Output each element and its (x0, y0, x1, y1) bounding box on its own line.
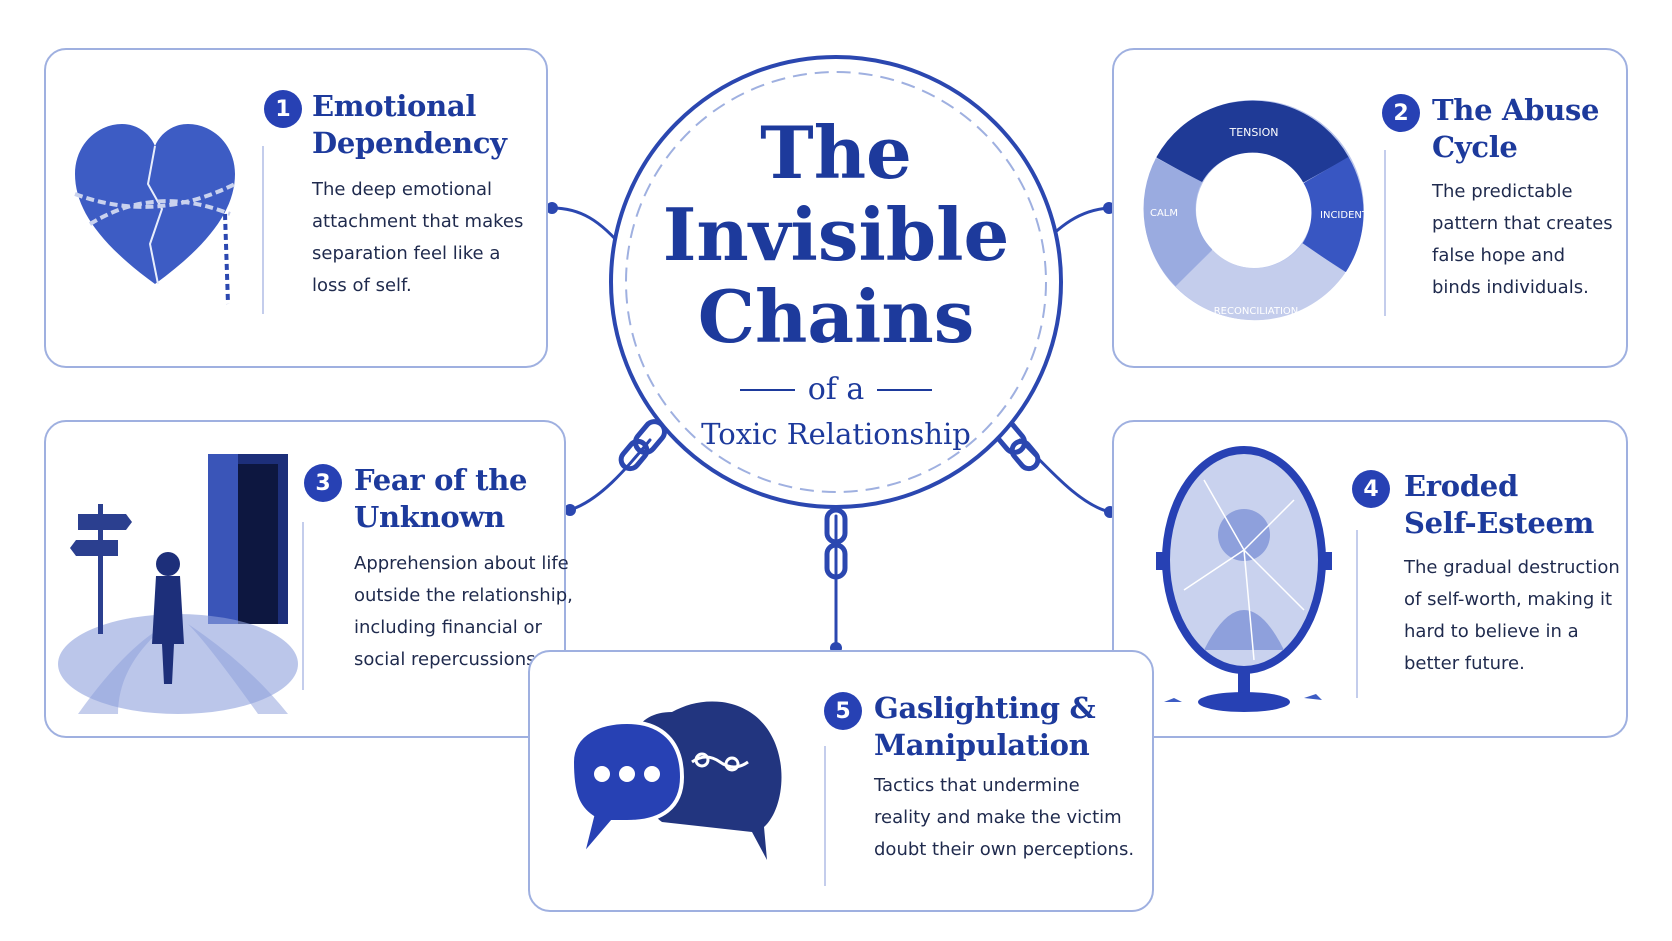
divider (1356, 530, 1358, 698)
card-title-line: Dependency (312, 126, 507, 160)
card-gaslighting-manipulation: 5 Gaslighting & Manipulation Tactics tha… (528, 650, 1154, 912)
title-line: Chains (697, 274, 975, 359)
abuse-cycle-icon: TENSION INCIDENT RECONCILIATION CALM (1143, 100, 1369, 321)
card-title: Emotional Dependency (312, 88, 507, 162)
desc-line: outside the relationship, (354, 585, 573, 606)
desc-line: The deep emotional (312, 179, 493, 200)
desc-line: binds individuals. (1432, 277, 1589, 298)
card-title-line: Cycle (1432, 130, 1518, 164)
title-line: The (760, 110, 912, 195)
broken-chained-heart-icon (74, 124, 236, 305)
crossroads-door-icon (58, 454, 298, 714)
center-subtitle: Toxic Relationship (701, 417, 971, 451)
card-description: The predictable pattern that creates fal… (1432, 176, 1613, 304)
card-title-line: Eroded (1404, 469, 1518, 503)
card-number-badge: 5 (824, 692, 862, 730)
card-title-line: Self-Esteem (1404, 506, 1595, 540)
card-title-line: Gaslighting & (874, 691, 1096, 725)
desc-line: false hope and (1432, 245, 1566, 266)
speech-bubbles-icon (569, 701, 782, 860)
desc-line: attachment that makes (312, 211, 524, 232)
card-title-line: Emotional (312, 89, 477, 123)
center-title: The Invisible Chains (640, 112, 1032, 358)
desc-line: doubt their own perceptions. (874, 839, 1135, 860)
card-number-badge: 3 (304, 464, 342, 502)
divider (1384, 150, 1386, 316)
divider (824, 746, 826, 886)
card-title-line: Unknown (354, 500, 505, 534)
desc-line: including financial or (354, 617, 542, 638)
cycle-label-tension: TENSION (1228, 126, 1278, 139)
divider (302, 522, 304, 690)
card-abuse-cycle: TENSION INCIDENT RECONCILIATION CALM 2 T… (1112, 48, 1628, 368)
card-number-badge: 1 (264, 90, 302, 128)
card-title-line: The Abuse (1432, 93, 1600, 127)
desc-line: The predictable (1432, 181, 1573, 202)
card-description: Tactics that undermine reality and make … (874, 770, 1134, 866)
card-description: The deep emotional attachment that makes… (312, 174, 523, 302)
card-number-badge: 4 (1352, 470, 1390, 508)
cycle-label-incident: INCIDENT (1320, 210, 1369, 221)
card-fear-unknown: 3 Fear of the Unknown Apprehension about… (44, 420, 573, 738)
desc-line: reality and make the victim (874, 807, 1122, 828)
desc-line: social repercussions. (354, 649, 542, 670)
desc-line: loss of self. (312, 275, 412, 296)
card-title-line: Manipulation (874, 728, 1090, 762)
desc-line: better future. (1404, 653, 1525, 674)
desc-line: Apprehension about life (354, 553, 569, 574)
card-number-badge: 2 (1382, 94, 1420, 132)
cycle-label-reconciliation: RECONCILIATION (1214, 306, 1299, 317)
card-title: Eroded Self-Esteem (1404, 468, 1594, 542)
center-connector: of a (807, 372, 865, 407)
divider (262, 146, 264, 314)
card-title: Fear of the Unknown (354, 462, 527, 536)
card-title: The Abuse Cycle (1432, 92, 1599, 166)
desc-line: hard to believe in a (1404, 621, 1579, 642)
title-line: Invisible (662, 192, 1010, 277)
cycle-label-calm: CALM (1150, 208, 1178, 219)
desc-line: Tactics that undermine (874, 775, 1080, 796)
desc-line: pattern that creates (1432, 213, 1613, 234)
card-description: The gradual destruction of self-worth, m… (1404, 552, 1620, 680)
desc-line: of self-worth, making it (1404, 589, 1613, 610)
card-emotional-dependency: 1 Emotional Dependency The deep emotiona… (44, 48, 548, 368)
desc-line: The gradual destruction (1404, 557, 1620, 578)
card-description: Apprehension about life outside the rela… (354, 548, 573, 676)
card-eroded-self-esteem: 4 Eroded Self-Esteem The gradual destruc… (1112, 420, 1628, 738)
desc-line: separation feel like a (312, 243, 501, 264)
shattered-mirror-icon (1156, 446, 1332, 712)
card-title: Gaslighting & Manipulation (874, 690, 1096, 764)
card-title-line: Fear of the (354, 463, 528, 497)
